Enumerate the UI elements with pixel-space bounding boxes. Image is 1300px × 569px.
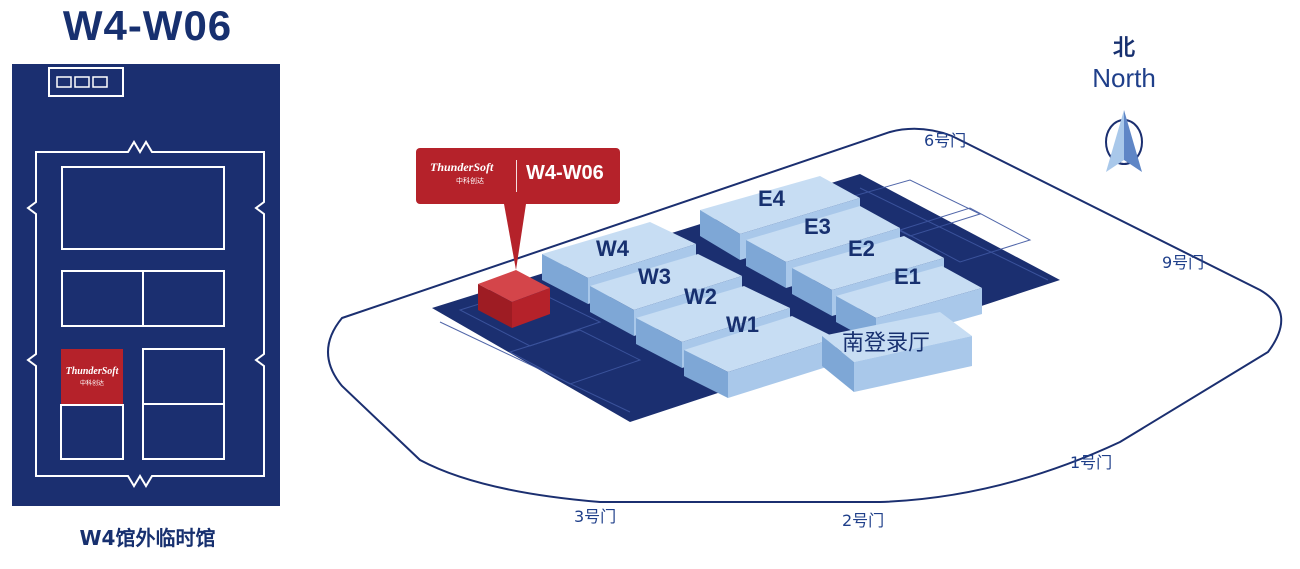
booth: [142, 403, 225, 460]
gate-1: 1号门: [1070, 453, 1113, 472]
entrance-box: [48, 67, 124, 97]
callout-pointer: [504, 204, 526, 270]
callout-separator: [516, 160, 517, 192]
north-arrow-icon: [1105, 110, 1143, 172]
venue-map: W4 W3 W2 W1 E4 E3 E2 E1 南登录厅: [327, 127, 1283, 503]
booth-title: W4-W06: [62, 2, 233, 49]
compass-label-en: North: [1092, 63, 1156, 93]
floorplan-background: [12, 64, 280, 506]
south-lobby: [822, 312, 972, 392]
booth-large: [61, 166, 225, 250]
perimeter-road: [327, 127, 1283, 503]
label-hall-w3: W3: [638, 264, 671, 289]
booth-callout: ThunderSoft 中科创达 W4-W06: [416, 148, 620, 204]
gate-3: 3号门: [574, 507, 617, 526]
callout-brand-logo: ThunderSoft: [430, 160, 494, 174]
label-hall-e1: E1: [894, 264, 921, 289]
label-hall-w2: W2: [684, 284, 717, 309]
booth: [142, 270, 225, 327]
gate-6: 6号门: [924, 131, 967, 150]
gate-9: 9号门: [1162, 253, 1205, 272]
thundersoft-booth: [61, 349, 123, 405]
booth: [60, 404, 124, 460]
thundersoft-booth-marker: [478, 270, 550, 328]
floorplan-brand-logo: ThunderSoft 中科创达: [65, 366, 119, 387]
compass-label-cn: 北: [1112, 36, 1135, 61]
temporary-hall-floorplan: [12, 64, 280, 506]
label-hall-w4: W4: [596, 236, 630, 261]
gate-2: 2号门: [842, 511, 885, 530]
hall-boundary: [26, 140, 265, 488]
label-south-lobby: 南登录厅: [842, 331, 930, 356]
label-hall-e4: E4: [758, 186, 786, 211]
label-hall-w1: W1: [726, 312, 759, 337]
callout-brand-subtext: 中科创达: [456, 177, 484, 185]
hall-w1: [684, 316, 836, 398]
callout-booth-code: W4-W06: [526, 162, 604, 184]
base-grid: [439, 179, 1049, 413]
label-hall-e3: E3: [804, 214, 831, 239]
label-hall-e2: E2: [848, 236, 875, 261]
floorplan-caption: W4馆外临时馆: [79, 526, 216, 550]
